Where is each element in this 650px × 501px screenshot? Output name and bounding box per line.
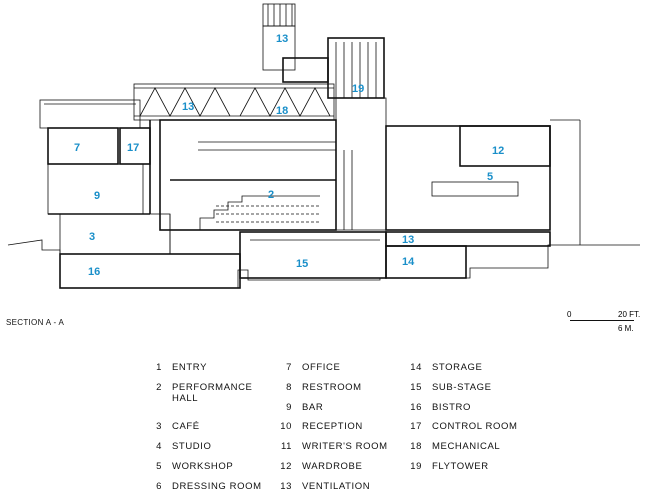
- legend-number: 6: [156, 480, 162, 492]
- room-tag: 13: [402, 234, 414, 246]
- legend-item: 18 MECHANICAL: [410, 441, 527, 461]
- legend-label: CAFÉ: [172, 421, 200, 433]
- legend-number: 12: [280, 460, 292, 472]
- legend-item: 12 WARDROBE: [280, 461, 397, 481]
- legend-item: 15 SUB-STAGE: [410, 382, 527, 402]
- legend-item: 13 VENTILATION: [280, 481, 397, 501]
- room-tag: 18: [276, 105, 288, 117]
- legend-number: 2: [156, 381, 162, 393]
- legend-number: 15: [410, 381, 422, 393]
- legend-item: 9 BAR: [280, 402, 397, 422]
- legend-item: 8 RESTROOM: [280, 382, 397, 402]
- legend-label: MECHANICAL: [432, 441, 501, 453]
- legend-label: WARDROBE: [302, 460, 363, 472]
- room-tag: 14: [402, 256, 415, 268]
- legend-label: WORKSHOP: [172, 460, 234, 472]
- room-tag: 5: [487, 171, 493, 183]
- legend-number: 17: [410, 421, 422, 433]
- legend-label: ENTRY: [172, 362, 208, 373]
- legend-label: DRESSING ROOM: [172, 480, 262, 492]
- legend-number: 1: [156, 362, 162, 373]
- legend-item: 3 CAFÉ: [150, 421, 267, 441]
- legend-item: 4 STUDIO: [150, 441, 267, 461]
- legend-column-1: 1 ENTRY 2 PERFORMANCE HALL 3 CAFÉ 4 STUDIO 5…: [150, 362, 267, 501]
- building-section-drawing: 13 19 13 18 7 17 12 2 9 5 3 13 15 14 16: [7, 3, 640, 289]
- legend-number: 3: [156, 421, 162, 433]
- legend-number: 10: [280, 421, 292, 433]
- legend-label: OFFICE: [302, 362, 341, 373]
- scale-feet: 20 FT.: [618, 310, 641, 319]
- legend-item: 19 FLYTOWER: [410, 461, 527, 481]
- section-caption: SECTION A - A: [6, 318, 65, 327]
- room-tag: 7: [74, 142, 80, 154]
- room-tag: 12: [492, 145, 504, 157]
- section-linework: [7, 3, 640, 289]
- legend-label: FLYTOWER: [432, 460, 489, 472]
- legend-number: 14: [410, 362, 422, 373]
- legend-label: WRITER'S ROOM: [302, 441, 388, 453]
- legend-number: 8: [286, 381, 292, 393]
- legend-item: 11 WRITER'S ROOM: [280, 441, 397, 461]
- scale-meters: 6 M.: [618, 324, 634, 333]
- legend-label: CONTROL ROOM: [432, 421, 518, 433]
- legend-label: BAR: [302, 401, 324, 413]
- room-tag: 15: [296, 258, 308, 270]
- legend-item: 14 STORAGE: [410, 362, 527, 382]
- legend-number: 4: [156, 441, 162, 453]
- legend-label: RESTROOM: [302, 381, 362, 393]
- legend-item: 17 CONTROL ROOM: [410, 421, 527, 441]
- scale-zero: 0: [567, 310, 572, 319]
- legend-item: 5 WORKSHOP: [150, 461, 267, 481]
- legend-number: 9: [286, 401, 292, 413]
- legend-number: 5: [156, 460, 162, 472]
- legend-label: PERFORMANCE HALL: [172, 381, 253, 404]
- room-tag: 9: [94, 190, 100, 202]
- legend-column-3: 14 STORAGE 15 SUB-STAGE 16 BISTRO 17 CONTROL…: [410, 362, 527, 481]
- legend-label: BISTRO: [432, 401, 471, 413]
- scale-line: [570, 320, 634, 321]
- legend-number: 11: [280, 441, 292, 453]
- room-tag: 16: [88, 266, 100, 278]
- legend-label: STUDIO: [172, 441, 212, 453]
- legend-label: VENTILATION: [302, 480, 371, 492]
- legend-number: 13: [280, 480, 292, 492]
- legend-item: 7 OFFICE: [280, 362, 397, 382]
- scale-bar: 0 20 FT. 6 M.: [564, 306, 644, 336]
- legend-number: 7: [286, 362, 292, 373]
- legend-label: RECEPTION: [302, 421, 363, 433]
- legend-item: 2 PERFORMANCE HALL: [150, 382, 267, 422]
- room-tags: 13 19 13 18 7 17 12 2 9 5 3 13 15 14 16: [74, 33, 504, 278]
- room-tag: 3: [89, 231, 95, 243]
- legend-label: STORAGE: [432, 362, 483, 373]
- legend-label: SUB-STAGE: [432, 381, 492, 393]
- legend-item: 6 DRESSING ROOM: [150, 481, 267, 501]
- room-tag: 13: [276, 33, 288, 45]
- legend-number: 18: [410, 441, 422, 453]
- legend-item: 16 BISTRO: [410, 402, 527, 422]
- legend-column-2: 7 OFFICE 8 RESTROOM 9 BAR 10 RECEPTION 11 WRI…: [280, 362, 397, 501]
- room-tag: 2: [268, 189, 274, 201]
- legend-item: 1 ENTRY: [150, 362, 267, 382]
- legend-number: 16: [410, 401, 422, 413]
- legend-item: 10 RECEPTION: [280, 421, 397, 441]
- legend-number: 19: [410, 460, 422, 472]
- room-tag: 19: [352, 83, 364, 95]
- room-tag: 13: [182, 101, 194, 113]
- room-tag: 17: [127, 142, 139, 154]
